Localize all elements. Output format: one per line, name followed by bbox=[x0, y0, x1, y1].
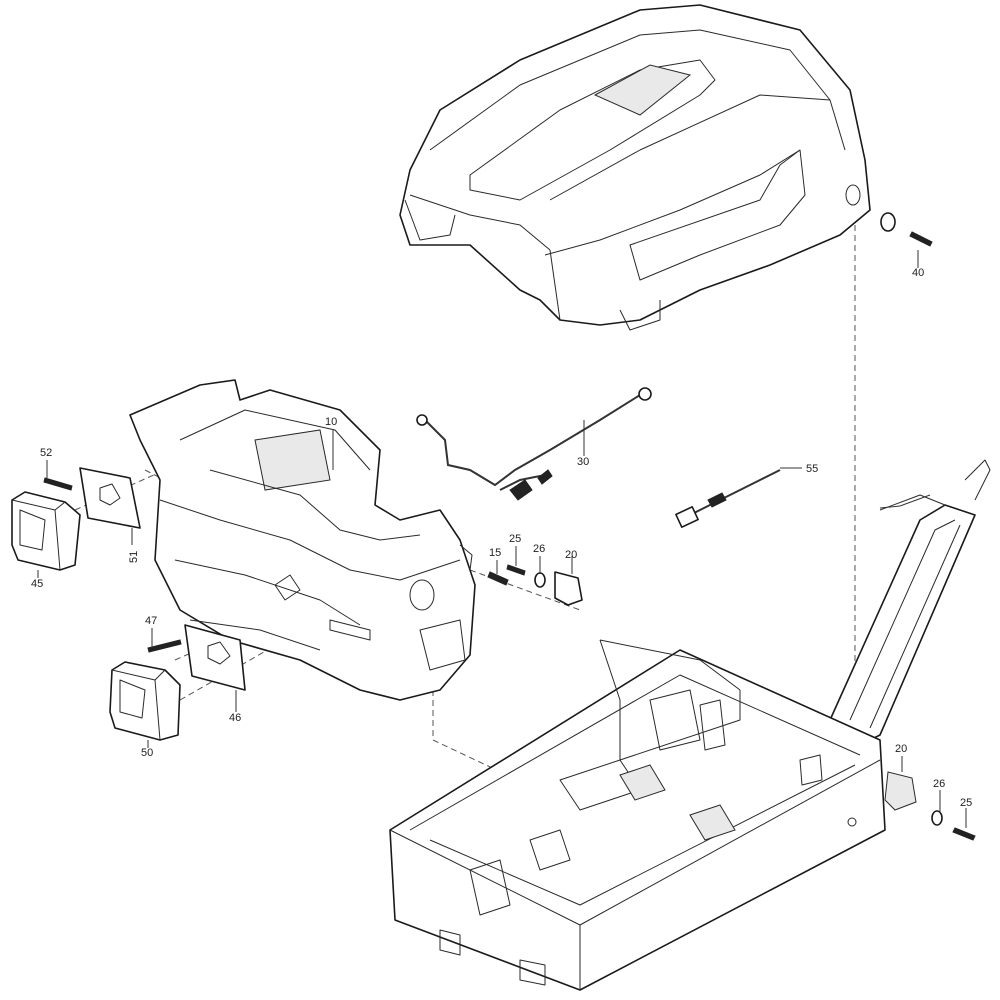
callout-25-lower: 25 bbox=[960, 797, 972, 809]
wiring-harness-30[interactable] bbox=[416, 387, 652, 501]
callout-10: 10 bbox=[325, 416, 337, 428]
leader-lines bbox=[37, 250, 967, 828]
bracket-20-lower[interactable] bbox=[884, 771, 917, 811]
upper-hood-cover[interactable] bbox=[399, 4, 871, 331]
front-lamp-housing[interactable] bbox=[129, 379, 476, 701]
lamp-bracket-51[interactable] bbox=[79, 467, 141, 529]
callout-45: 45 bbox=[31, 578, 43, 590]
base-chassis[interactable] bbox=[389, 639, 886, 991]
callout-55: 55 bbox=[806, 463, 818, 475]
screw-15[interactable] bbox=[487, 571, 509, 586]
tail-lamp-lower-50[interactable] bbox=[109, 661, 181, 741]
screw-47[interactable] bbox=[147, 639, 182, 653]
callout-30: 30 bbox=[577, 456, 589, 468]
screw-52[interactable] bbox=[43, 477, 73, 491]
callout-26-upper: 26 bbox=[533, 543, 545, 555]
bracket-20-upper[interactable] bbox=[554, 571, 583, 606]
callout-46: 46 bbox=[229, 712, 241, 724]
callout-50: 50 bbox=[141, 747, 153, 759]
callout-40: 40 bbox=[912, 267, 924, 279]
screw-25-upper[interactable] bbox=[506, 564, 526, 576]
callout-52: 52 bbox=[40, 447, 52, 459]
tail-lamp-upper-45[interactable] bbox=[11, 491, 81, 571]
right-frame-arm[interactable] bbox=[829, 459, 991, 746]
washer-26-upper[interactable] bbox=[534, 572, 546, 588]
washer-26-lower[interactable] bbox=[931, 810, 943, 826]
callout-26-lower: 26 bbox=[933, 778, 945, 790]
lamp-bracket-46[interactable] bbox=[184, 624, 246, 691]
callout-labels: 10 15 20 20 25 25 26 26 30 40 45 46 47 5… bbox=[31, 267, 972, 809]
callout-51: 51 bbox=[128, 551, 140, 563]
cable-55[interactable] bbox=[675, 469, 781, 528]
callout-20-lower: 20 bbox=[895, 743, 907, 755]
callout-25-upper: 25 bbox=[509, 533, 521, 545]
callout-20-upper: 20 bbox=[565, 549, 577, 561]
callout-47: 47 bbox=[145, 615, 157, 627]
callout-15: 15 bbox=[489, 547, 501, 559]
cover-plug[interactable] bbox=[880, 212, 896, 232]
screw-25-lower[interactable] bbox=[952, 827, 976, 841]
screw-40[interactable] bbox=[909, 231, 933, 247]
